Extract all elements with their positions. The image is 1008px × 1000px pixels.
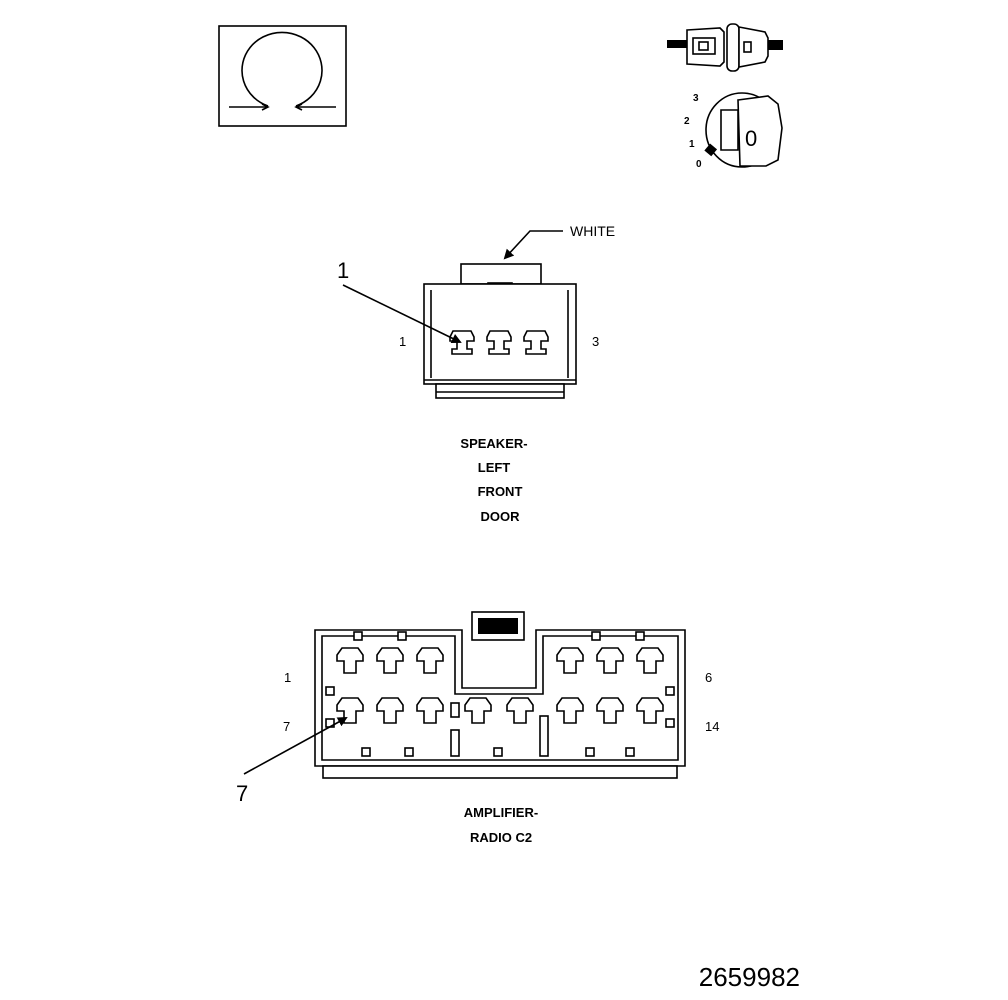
- speaker-callout-number: 1: [337, 258, 349, 283]
- speaker-title-line-4: DOOR: [481, 509, 521, 524]
- ohmmeter-omega-icon: [218, 25, 347, 127]
- speaker-connector: WHITE 1 3 1 SPEAKER- LEFT FRONT DOOR: [337, 223, 615, 524]
- amplifier-row2-first-pin: 7: [283, 719, 290, 734]
- speaker-title-line-2: LEFT: [478, 460, 511, 475]
- ignition-key-label: 0: [745, 126, 757, 151]
- speaker-title-line-3: FRONT: [478, 484, 523, 499]
- speaker-pin-last: 3: [592, 334, 599, 349]
- amplifier-connector: 1 6 7 14 7 AMPLIFIER- RADIO C2: [236, 611, 719, 845]
- speaker-title-line-1: SPEAKER-: [460, 436, 527, 451]
- disconnected-connector-icon: [667, 23, 783, 72]
- speaker-pin-first: 1: [399, 334, 406, 349]
- ignition-position-0: 0: [696, 159, 702, 170]
- ignition-position-3: 3: [693, 93, 699, 104]
- document-number: 2659982: [699, 962, 800, 992]
- wire-color-label: WHITE: [570, 223, 615, 239]
- ignition-position-2: 2: [684, 116, 690, 127]
- amplifier-row1-last-pin: 6: [705, 670, 712, 685]
- amplifier-callout-number: 7: [236, 781, 248, 806]
- amplifier-row1-first-pin: 1: [284, 670, 291, 685]
- ignition-position-1: 1: [689, 139, 695, 150]
- amplifier-title-line-2: RADIO C2: [470, 830, 532, 845]
- ignition-key-off-icon: 3 2 1 0 0: [684, 92, 783, 170]
- amplifier-title-line-1: AMPLIFIER-: [464, 805, 538, 820]
- amplifier-row2-last-pin: 14: [705, 719, 719, 734]
